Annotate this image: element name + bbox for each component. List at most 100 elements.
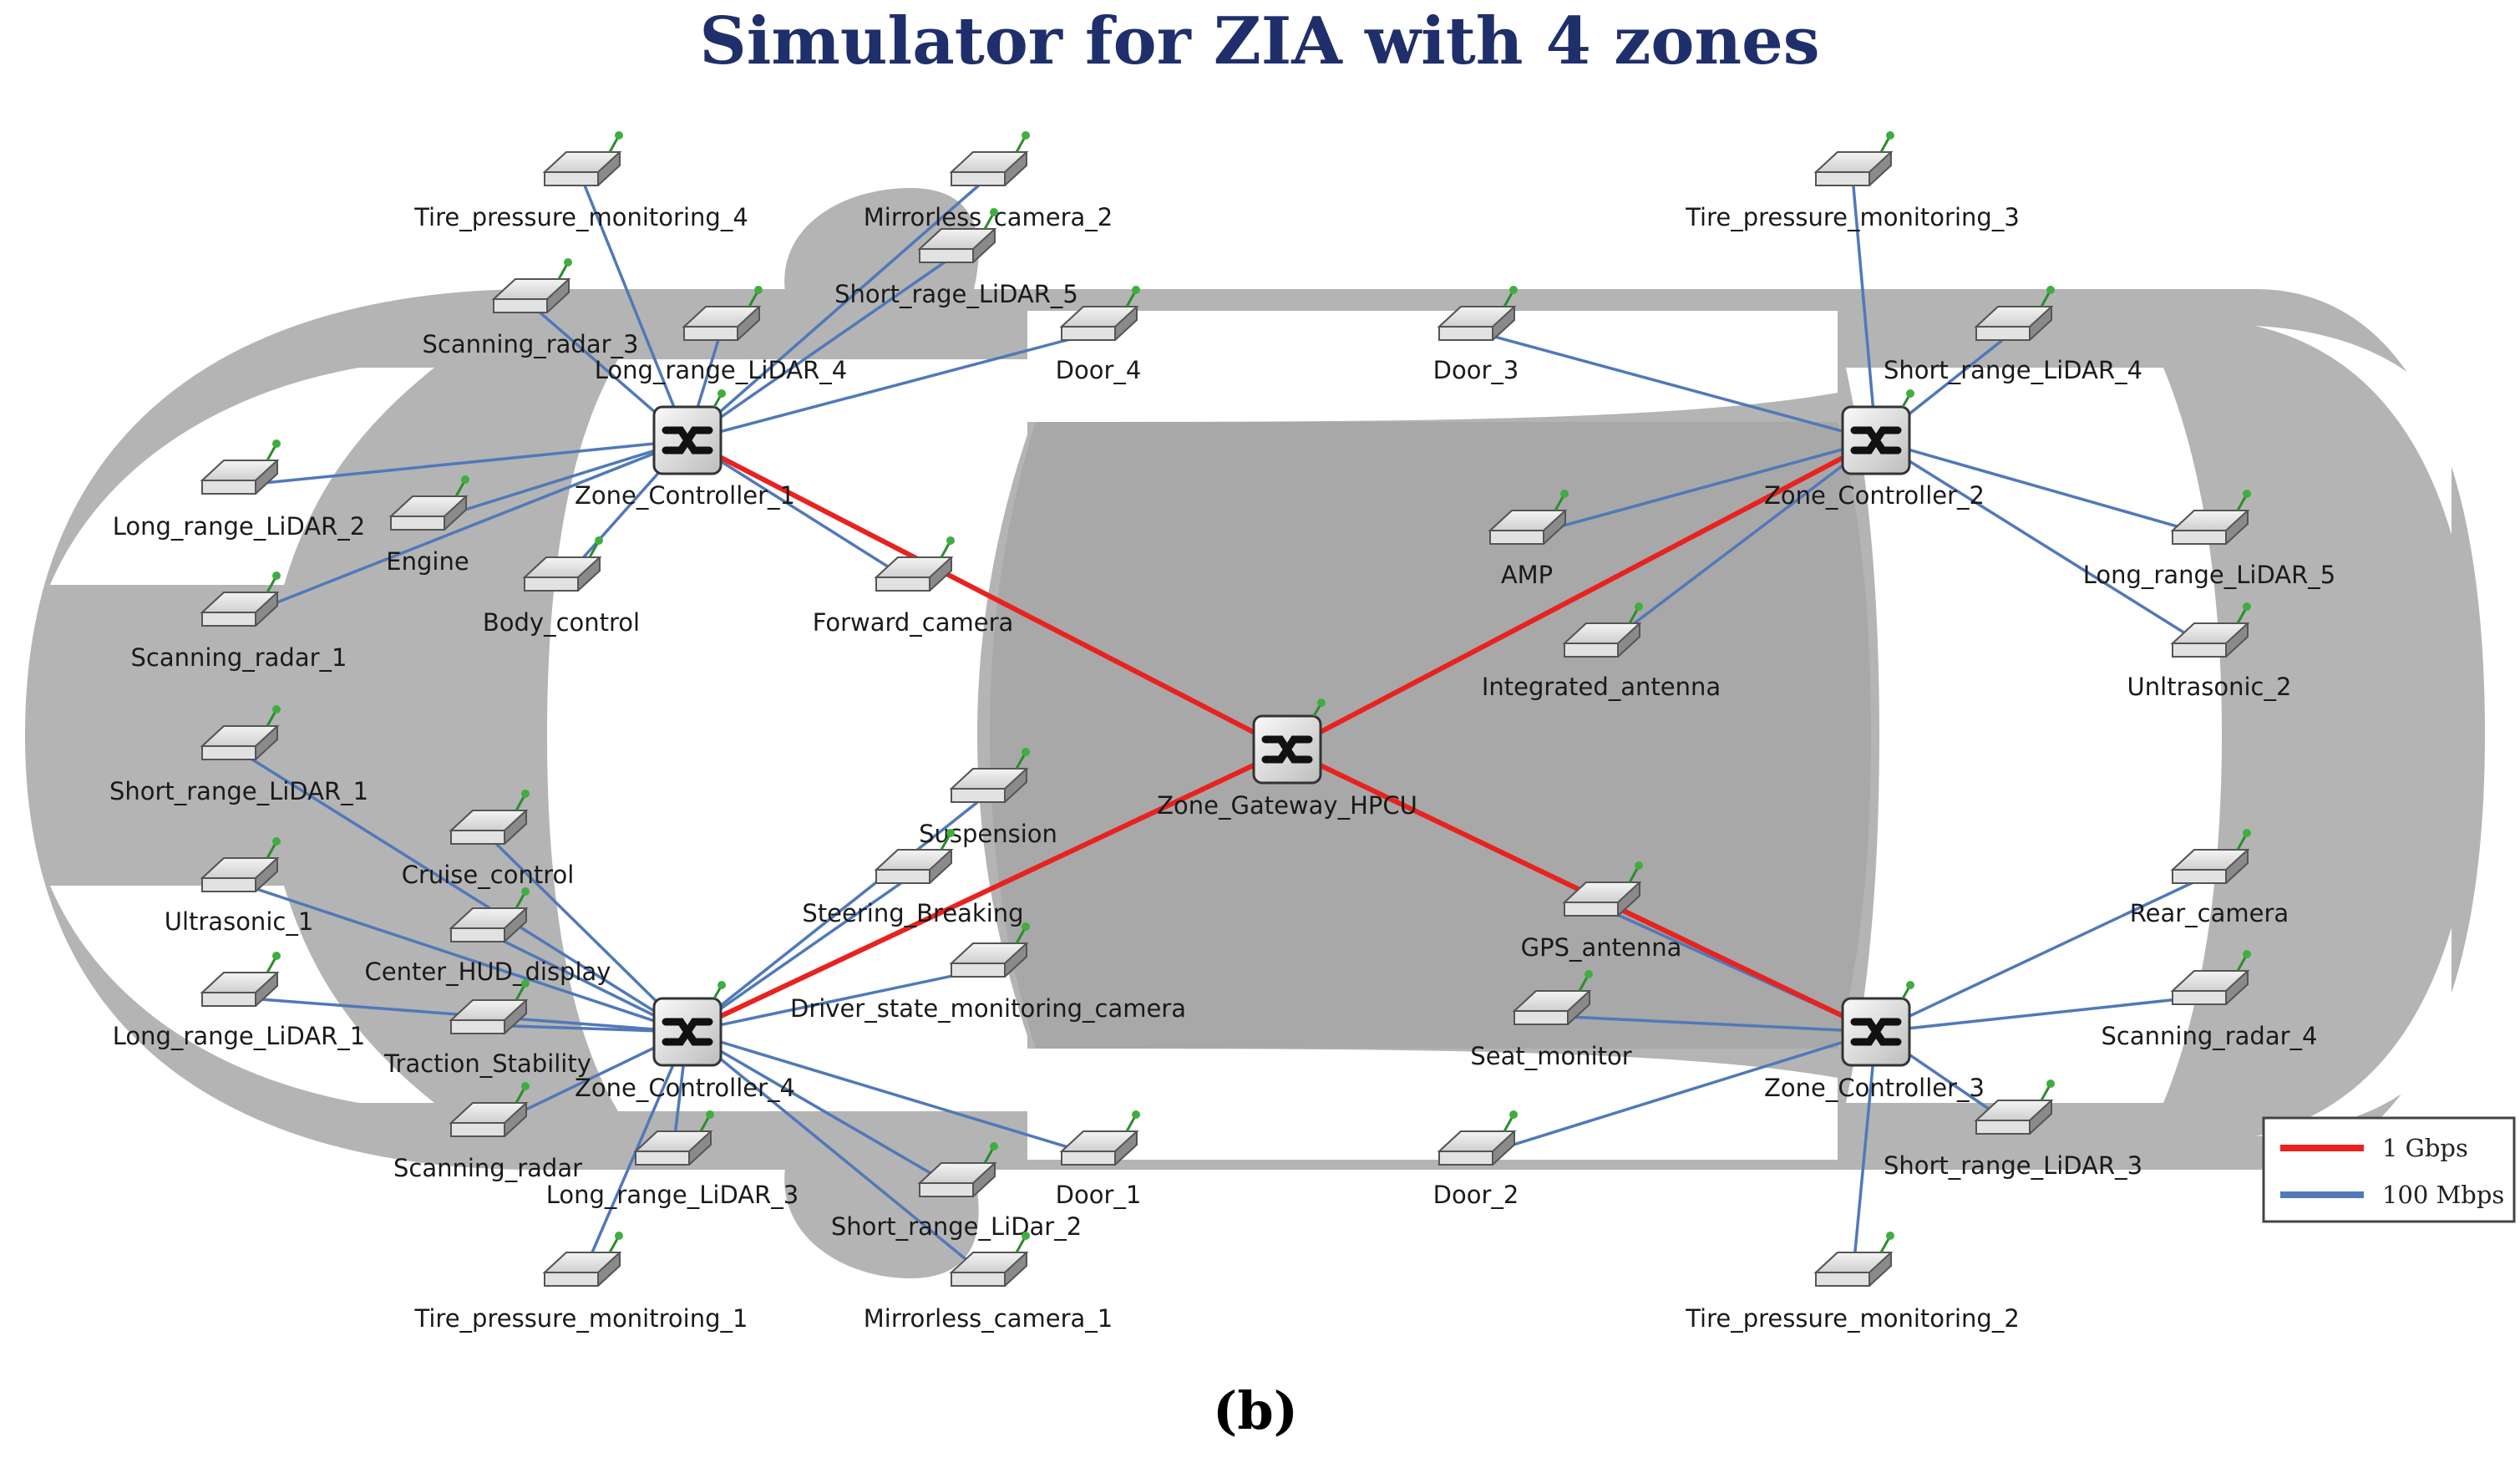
device-sl2[interactable] bbox=[917, 1142, 998, 1197]
device-label-us2: Unltrasonic_2 bbox=[2127, 673, 2292, 701]
device-ll3[interactable] bbox=[633, 1110, 714, 1166]
front-windshield-opening bbox=[547, 359, 1027, 1111]
switch-label-zc1: Zone_Controller_1 bbox=[575, 481, 795, 510]
switch-zc1[interactable] bbox=[652, 389, 726, 475]
link-d3-zc2 bbox=[1475, 330, 1877, 442]
device-label-us1: Ultrasonic_1 bbox=[165, 907, 314, 936]
link-sr4-zc3 bbox=[1875, 994, 2210, 1034]
device-hud[interactable] bbox=[449, 887, 530, 942]
device-sr3[interactable] bbox=[491, 258, 572, 313]
backbone-link-zc1-hpcu bbox=[686, 438, 1289, 752]
side-window-bottom bbox=[1027, 1049, 1838, 1160]
device-sl4[interactable] bbox=[1974, 286, 2055, 341]
link-mc1-zc4 bbox=[686, 1030, 990, 1279]
device-sr1[interactable] bbox=[200, 571, 281, 627]
legend-box bbox=[2262, 1116, 2516, 1223]
device-label-sr1: Scanning_radar_1 bbox=[131, 643, 347, 672]
device-label-gps: GPS_antenna bbox=[1521, 933, 1682, 962]
rear-window-opening bbox=[1846, 368, 2222, 1103]
device-bc[interactable] bbox=[522, 536, 603, 592]
device-sl5[interactable] bbox=[917, 208, 998, 263]
device-label-tpm2: Tire_pressure_monitoring_2 bbox=[1685, 1304, 2020, 1333]
device-label-mc2: Mirrorless_camera_2 bbox=[864, 203, 1113, 231]
device-tpm1[interactable] bbox=[542, 1232, 623, 1287]
side-window-top bbox=[1027, 311, 1838, 422]
device-label-sl5: Short_rage_LiDAR_5 bbox=[834, 280, 1078, 308]
backbone-link-zc2-hpcu bbox=[1285, 438, 1878, 752]
device-sm[interactable] bbox=[1512, 970, 1593, 1025]
link-d4-zc1 bbox=[687, 330, 1099, 442]
device-mc2[interactable] bbox=[949, 131, 1030, 186]
device-label-tpm4: Tire_pressure_monitoring_4 bbox=[413, 203, 748, 231]
device-d4[interactable] bbox=[1059, 286, 1140, 341]
switch-hpcu[interactable] bbox=[1252, 698, 1326, 785]
device-dsm[interactable] bbox=[949, 922, 1030, 978]
link-ia-zc2 bbox=[1600, 439, 1878, 650]
device-susp[interactable] bbox=[949, 748, 1030, 803]
switch-label-zc3: Zone_Controller_3 bbox=[1764, 1074, 1985, 1102]
device-sr4[interactable] bbox=[2170, 950, 2251, 1005]
device-sl1[interactable] bbox=[200, 705, 281, 760]
device-label-cc: Cruise_control bbox=[402, 861, 575, 889]
link-tpm4-zc1 bbox=[580, 176, 689, 441]
device-rc[interactable] bbox=[2170, 829, 2251, 884]
device-label-ll2: Long_range_LiDAR_2 bbox=[113, 512, 365, 541]
device-ts[interactable] bbox=[449, 979, 530, 1034]
device-ll4[interactable] bbox=[682, 286, 763, 341]
backbone-link-zc4-hpcu bbox=[686, 747, 1289, 1034]
device-label-d3: Door_3 bbox=[1433, 356, 1519, 384]
rear-corner-bottom bbox=[2255, 927, 2452, 1136]
device-ll5[interactable] bbox=[2170, 490, 2251, 545]
link-ll5-zc2 bbox=[1875, 439, 2210, 537]
device-label-sb: Steering_Breaking bbox=[802, 899, 1023, 927]
link-cc-zc4 bbox=[486, 834, 689, 1034]
switch-label-hpcu: Zone_Gateway_HPCU bbox=[1157, 791, 1417, 820]
device-sb[interactable] bbox=[874, 829, 955, 884]
device-ll1[interactable] bbox=[200, 952, 281, 1007]
device-eng[interactable] bbox=[388, 475, 469, 531]
link-sr1-zc1 bbox=[238, 439, 688, 619]
switch-zc3[interactable] bbox=[1841, 981, 1914, 1067]
device-ll2[interactable] bbox=[200, 439, 281, 495]
device-ia[interactable] bbox=[1562, 602, 1643, 658]
subfigure-label: (b) bbox=[1213, 1380, 1298, 1441]
device-label-fc: Forward_camera bbox=[813, 608, 1014, 637]
rear-corner-top bbox=[2255, 326, 2452, 535]
device-label-ll3: Long_range_LiDAR_3 bbox=[546, 1181, 799, 1209]
device-us2[interactable] bbox=[2170, 602, 2251, 658]
device-d3[interactable] bbox=[1437, 286, 1518, 341]
device-d2[interactable] bbox=[1437, 1110, 1518, 1166]
device-label-d4: Door_4 bbox=[1056, 356, 1142, 384]
device-d1[interactable] bbox=[1059, 1110, 1140, 1166]
switch-zc2[interactable] bbox=[1841, 389, 1914, 475]
mirror-top bbox=[784, 188, 979, 292]
device-label-ts: Traction_Stability bbox=[383, 1049, 591, 1078]
link-tpm3-zc2 bbox=[1851, 176, 1878, 441]
nodes-layer: Tire_pressure_monitoring_4 Mirrorless_cam… bbox=[109, 131, 2335, 1333]
link-us2-zc2 bbox=[1875, 439, 2210, 650]
device-label-d1: Door_1 bbox=[1056, 1181, 1142, 1209]
device-gps[interactable] bbox=[1562, 861, 1643, 917]
device-tpm3[interactable] bbox=[1813, 131, 1894, 186]
device-label-ll4: Long_range_LiDAR_4 bbox=[595, 356, 847, 384]
cabin-roof bbox=[990, 422, 1871, 1049]
link-sl1-zc4 bbox=[238, 749, 688, 1034]
link-rc-zc3 bbox=[1875, 873, 2210, 1034]
switch-zc4[interactable] bbox=[652, 981, 726, 1067]
device-cc[interactable] bbox=[449, 790, 530, 845]
device-label-tpm3: Tire_pressure_monitoring_3 bbox=[1685, 203, 2020, 231]
device-tpm4[interactable] bbox=[542, 131, 623, 186]
device-sl3[interactable] bbox=[1974, 1079, 2055, 1135]
device-mc1[interactable] bbox=[949, 1232, 1030, 1287]
device-tpm2[interactable] bbox=[1813, 1232, 1894, 1287]
link-us1-zc4 bbox=[238, 881, 688, 1034]
link-d2-zc3 bbox=[1475, 1030, 1877, 1158]
device-amp[interactable] bbox=[1488, 490, 1569, 545]
device-us1[interactable] bbox=[200, 837, 281, 892]
device-label-sr3: Scanning_radar_3 bbox=[423, 330, 639, 358]
device-fc[interactable] bbox=[874, 536, 955, 592]
device-srr[interactable] bbox=[449, 1082, 530, 1137]
device-label-eng: Engine bbox=[386, 547, 469, 576]
device-label-bc: Body_control bbox=[483, 608, 640, 637]
